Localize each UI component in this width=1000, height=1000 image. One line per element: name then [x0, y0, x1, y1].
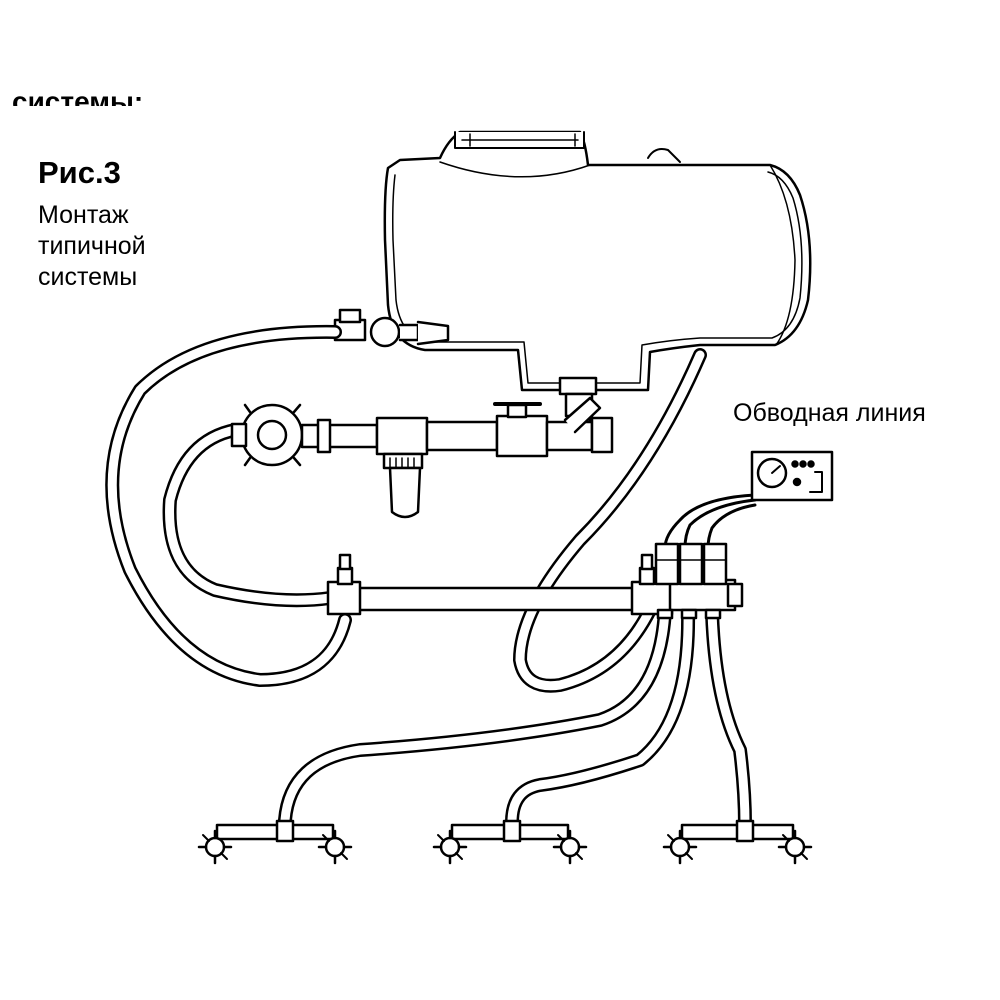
filter-bowl: [388, 466, 422, 519]
filter-head: [375, 416, 429, 456]
sprinkler-tee: [502, 819, 522, 843]
sprinkler-rail: [215, 823, 335, 841]
solenoid-3: [702, 542, 728, 586]
tank: [383, 130, 812, 392]
ball-valve: [495, 414, 549, 458]
controller: [750, 450, 834, 502]
sprinkler-head-right: [777, 829, 813, 865]
caption-line-2: типичной: [38, 232, 146, 260]
figure-caption: Монтаж типичной системы: [38, 200, 146, 293]
sprinkler-head-left: [197, 829, 233, 865]
tank-body: [383, 130, 812, 392]
hoses: [105, 324, 757, 832]
manifold-pipe: [353, 586, 642, 612]
pump-assembly: [230, 396, 614, 519]
controller-wires: [663, 493, 757, 550]
sprinkler-head-right: [317, 829, 353, 865]
cut-off-heading-text: системы:: [12, 86, 144, 107]
sprinkler-groups: [197, 819, 813, 865]
sprinkler-head-right: [552, 829, 588, 865]
caption-line-1: Монтаж: [38, 201, 129, 229]
caption-line-3: системы: [38, 263, 138, 291]
sprinkler-head-left: [662, 829, 698, 865]
tank-side-valve: [333, 308, 450, 348]
sprinkler-head-left: [432, 829, 468, 865]
cut-off-heading: системы:: [12, 84, 144, 107]
sprinkler-group-2: [432, 819, 588, 865]
manifold: [326, 542, 744, 620]
solenoid-2: [678, 542, 704, 586]
sprinkler-tee: [735, 819, 755, 843]
sprinkler-tee: [275, 819, 295, 843]
sprinkler-group-1: [197, 819, 353, 865]
bypass-line-callout: Обводная линия: [733, 399, 926, 427]
sprinkler-group-3: [662, 819, 813, 865]
tank-vent: [647, 148, 681, 163]
solenoid-1: [654, 542, 680, 586]
figure-number: Рис.3: [38, 155, 121, 190]
